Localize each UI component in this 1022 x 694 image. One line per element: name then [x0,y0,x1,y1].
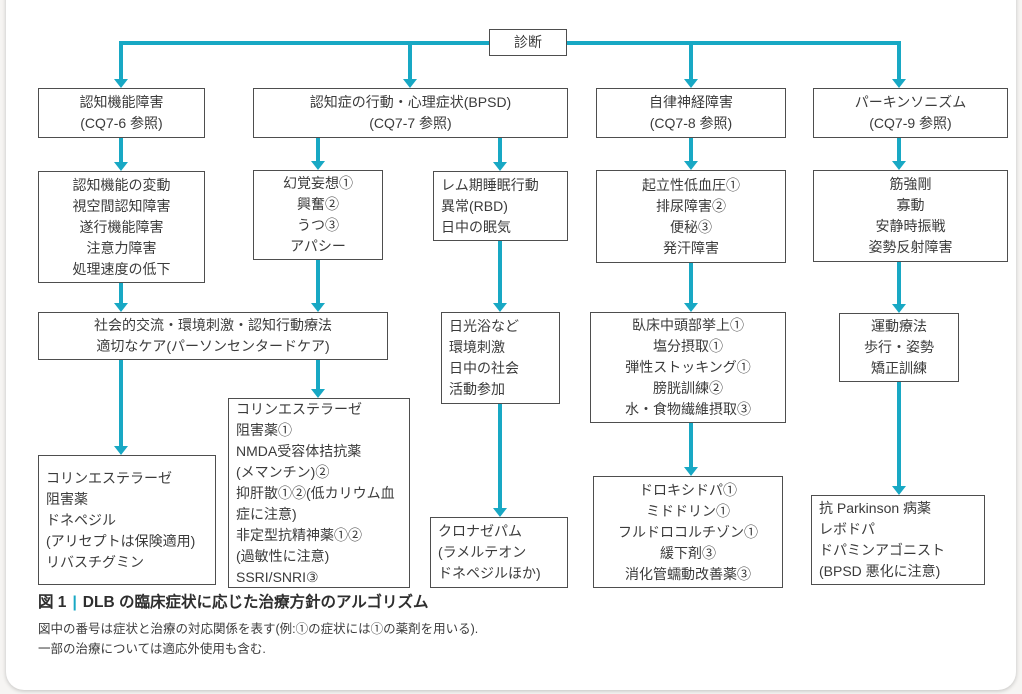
arrowhead-c4-exercise [892,304,906,313]
node-parkinsonism: パーキンソニズム (CQ7-9 参照) [813,88,1008,138]
arrow-top-col1 [119,41,123,80]
node-bpsd-drugs: コリンエステラーゼ 阻害薬① NMDA受容体拮抗薬 (メマンチン)② 抑肝散①②… [228,398,410,588]
node-autonomic-drugs: ドロキシドパ① ミドドリン① フルドロコルチゾン① 緩下剤③ 消化管蠕動改善薬③ [593,476,783,588]
node-clonazepam: クロナゼパム (ラメルテオン ドネペジルほか) [430,517,568,588]
arrow-care-c1-treatment [119,360,123,446]
arrowhead-c2a-treatment [311,389,325,398]
arrow-top-col2 [408,41,412,80]
node-cognitive-impairment: 認知機能障害 (CQ7-6 参照) [38,88,205,138]
arrow-rbd-nonpharm [498,241,502,303]
figure-note-1: 図中の番号は症状と治療の対応関係を表す(例:①の症状には①の薬剤を用いる). [38,622,479,636]
arrowhead-rbd-nonpharm [493,303,507,312]
arrow-c1-symptoms-care [119,283,123,303]
arrow-c2a-care [316,260,320,303]
figure-label: 図 1 [38,594,67,611]
arrowhead-clonazepam [493,508,507,517]
node-rbd-symptoms: レム期睡眠行動 異常(RBD) 日中の眠気 [433,171,568,241]
arrowhead-c3-symptoms [684,161,698,170]
arrow-nonpharm-clonazepam [498,404,502,508]
arrowhead-c1-care [114,303,128,312]
arrowhead-c2a-care [311,303,325,312]
node-antiparkinson-drugs: 抗 Parkinson 病薬 レボドパ ドパミンアゴニスト (BPSD 悪化に注… [811,495,985,585]
arrowhead-c3-nonpharm [684,303,698,312]
node-autonomic-nonpharm: 臥床中頭部挙上① 塩分摂取① 弾性ストッキング① 膀胱訓練② 水・食物繊維摂取③ [590,312,786,423]
node-light-stimulation: 日光浴など 環境刺激 日中の社会 活動参加 [441,312,560,404]
arrow-top-col4 [897,41,901,80]
arrow-bpsd-right-symptoms [498,138,502,162]
arrow-top-col3 [689,41,693,80]
arrow-c3-nonpharm-drugs [689,423,693,467]
node-exercise-therapy: 運動療法 歩行・姿勢 矯正訓練 [839,313,959,382]
caption-text: DLB の臨床症状に応じた治療方針のアルゴリズム [82,594,429,611]
arrowhead-c4-drugs [892,486,906,495]
arrowhead-c1-symptoms [114,162,128,171]
node-cognitive-symptoms: 認知機能の変動 視空間認知障害 遂行機能障害 注意力障害 処理速度の低下 [38,171,205,283]
figure-caption-title: 図 1 | DLB の臨床症状に応じた治療方針のアルゴリズム [38,590,428,612]
node-parkinsonism-symptoms: 筋強剛 寡動 安静時振戦 姿勢反射障害 [813,170,1008,262]
node-psychosocial-care: 社会的交流・環境刺激・認知行動療法 適切なケア(パーソンセンタードケア) [38,312,388,360]
arrow-care-c2a-treatment [316,360,320,389]
arrow-c4-exercise-drugs [897,382,901,486]
arrow-c3-symptoms-nonpharm [689,263,693,303]
arrowhead-c3-drugs [684,467,698,476]
arrow-c3-header-symptoms [689,138,693,161]
arrowhead-top-col1 [114,79,128,88]
arrowhead-bpsd-right [493,162,507,171]
arrowhead-c4-symptoms [892,161,906,170]
arrowhead-c1-treatment [114,446,128,455]
figure-note-2: 一部の治療については適応外使用も含む. [38,642,266,656]
arrowhead-bpsd-left [311,161,325,170]
arrowhead-top-col2 [403,79,417,88]
arrow-c4-header-symptoms [897,138,901,161]
arrow-c4-symptoms-exercise [897,262,901,304]
node-bpsd-symptoms: 幻覚妄想① 興奮② うつ③ アパシー [253,170,383,260]
arrow-bpsd-left-symptoms [316,138,320,161]
arrowhead-top-col4 [892,79,906,88]
node-bpsd: 認知症の行動・心理症状(BPSD) (CQ7-7 参照) [253,88,568,138]
arrowhead-top-col3 [684,79,698,88]
node-diagnosis: 診断 [489,29,567,56]
caption-divider: | [72,594,77,611]
arrow-c1-header-symptoms [119,138,123,162]
node-cholinesterase-inhibitors: コリンエステラーゼ 阻害薬 ドネペジル (アリセプトは保険適用) リバスチグミン [38,455,216,585]
node-autonomic-symptoms: 起立性低血圧① 排尿障害② 便秘③ 発汗障害 [596,170,786,263]
node-autonomic: 自律神経障害 (CQ7-8 参照) [596,88,786,138]
